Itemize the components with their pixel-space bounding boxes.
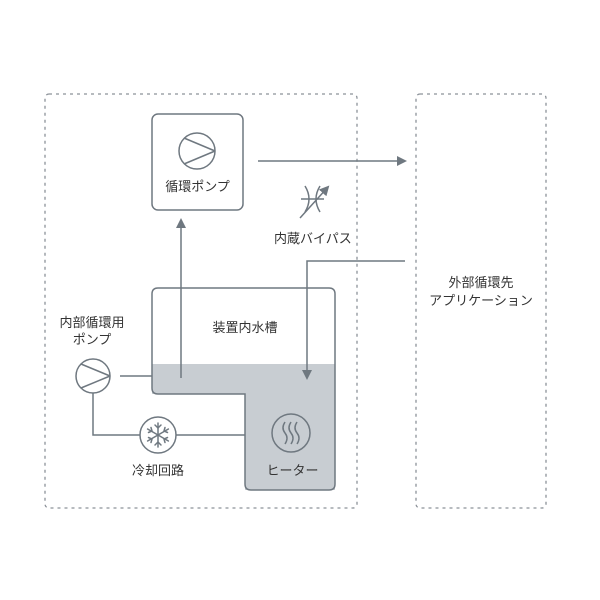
tank-water (152, 364, 335, 490)
external-application-enclosure (415, 93, 547, 509)
heater-icon (271, 413, 311, 453)
tank-label: 装置内水槽 (212, 321, 278, 336)
circulation-pump-icon (178, 132, 216, 170)
equipment-enclosure (44, 93, 358, 509)
tank-outline (151, 287, 336, 491)
snowflake-icon (139, 416, 177, 454)
cooling-circuit-label: 冷却回路 (131, 464, 184, 479)
internal-bypass-label: 内蔵バイパス (274, 232, 352, 247)
return-line (302, 260, 405, 380)
external-label-line2: アプリケーション (429, 294, 533, 309)
heater-label: ヒーター (266, 464, 319, 479)
external-label-line1: 外部循環先 (448, 276, 514, 291)
internal-pump-label-line2: ポンプ (72, 333, 112, 348)
internal-pump-label-line1: 内部循環用 (59, 316, 125, 331)
internal-pump-icon (75, 358, 111, 394)
circulation-pump-label: 循環ポンプ (165, 180, 230, 195)
bypass-valve-icon (299, 185, 330, 219)
circulation-pump-box (151, 113, 244, 211)
cooling-loop-line (92, 392, 245, 436)
